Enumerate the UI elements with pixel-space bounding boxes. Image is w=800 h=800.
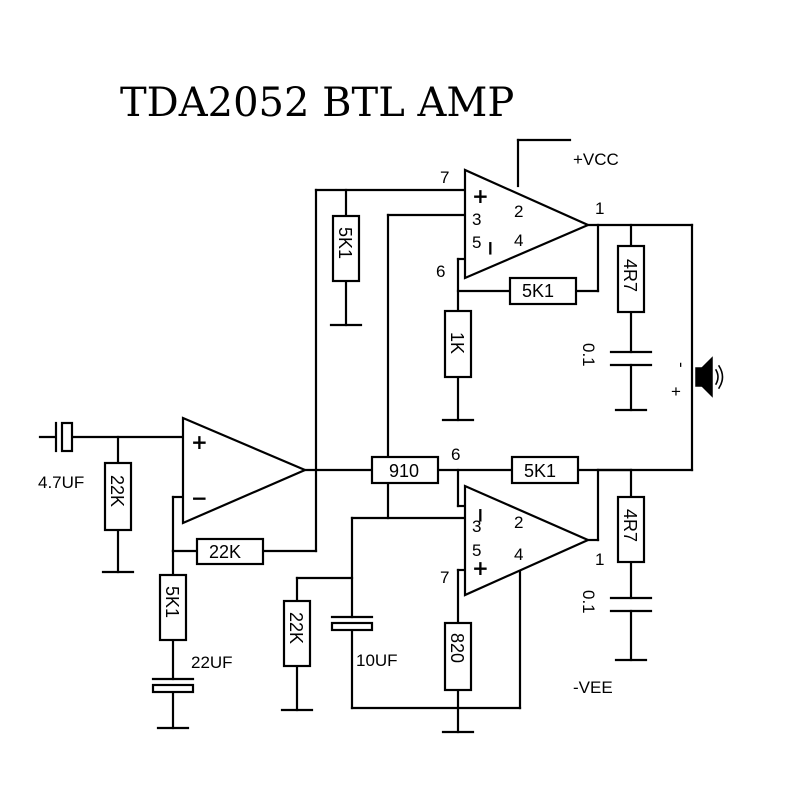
resistor-top-feedback-5k1-label: 5K1 (522, 281, 554, 301)
input-opamp-minus-sign: − (191, 486, 208, 510)
resistor-bias-22k (282, 599, 312, 668)
resistor-top-gnd-1k (443, 309, 473, 379)
label-vee: -VEE (573, 678, 613, 697)
pin-label: 6 (436, 262, 445, 281)
top-power-amp (463, 168, 591, 280)
label-vcc: +VCC (573, 150, 619, 169)
pin-label: 7 (440, 568, 449, 587)
pin-label: 4 (514, 545, 523, 564)
resistor-bottom-feedback-5k1-label: 5K1 (524, 461, 556, 481)
gnd-capacitor-22uf (151, 677, 195, 694)
input-opamp-plus-sign: + (191, 430, 208, 454)
pin-label: 2 (514, 513, 523, 532)
resistor-coupling-910 (370, 455, 440, 485)
bottom-amp-minus-sign: − (469, 507, 493, 524)
pin-label: 3 (472, 517, 481, 536)
pin-label: 1 (595, 550, 604, 569)
resistor-bias-22k-label: 22K (286, 612, 306, 644)
diagram-title: TDA2052 BTL AMP (120, 80, 514, 126)
pin-label: 6 (451, 445, 460, 464)
speaker-minus-label: - (672, 362, 691, 368)
resistor-bottom-gnd-820 (443, 621, 473, 692)
input-capacitor (54, 421, 74, 453)
label-top-zobel-capacitor: 0.1 (579, 343, 598, 367)
bottom-amp-plus-sign: + (472, 556, 489, 580)
resistor-bottom-zobel-4r7 (616, 495, 646, 564)
top-amp-plus-sign: + (472, 184, 489, 208)
resistor-input-22k (103, 461, 133, 532)
bottom-zobel-capacitor (609, 596, 653, 613)
bias-capacitor-10uf (330, 615, 374, 632)
resistor-top-gnd-1k-label: 1K (447, 332, 467, 354)
top-zobel-capacitor (609, 350, 653, 367)
resistor-bottom-gnd-820-label: 820 (447, 633, 467, 663)
resistor-feedback-22k (195, 537, 265, 566)
label-gnd-capacitor: 22UF (191, 653, 233, 672)
pin-label: 5 (472, 233, 481, 252)
pin-label: 5 (472, 541, 481, 560)
pin-label: 4 (514, 231, 523, 250)
label-bottom-zobel-capacitor: 0.1 (579, 590, 598, 614)
resistor-gnd-5k1 (158, 573, 188, 642)
wiring (38, 138, 694, 734)
resistor-top-feedback-5k1 (508, 276, 578, 306)
resistor-input-22k-label: 22K (107, 475, 127, 507)
resistor-feedback-22k-label: 22K (209, 542, 241, 562)
input-opamp (181, 416, 308, 525)
top-amp-minus-sign: − (479, 240, 503, 257)
bottom-power-amp (463, 484, 591, 597)
pin-label: 2 (514, 202, 523, 221)
speaker-plus-label: + (671, 382, 681, 401)
pin-label: 3 (472, 210, 481, 229)
resistor-bottom-zobel-4r7-label: 4R7 (620, 509, 640, 542)
pin-label: 7 (440, 168, 449, 187)
resistor-bottom-feedback-5k1 (510, 455, 580, 485)
resistor-top-zobel-4r7-label: 4R7 (620, 259, 640, 292)
label-input-capacitor: 4.7UF (38, 473, 84, 492)
resistor-coupling-910-label: 910 (389, 461, 419, 481)
resistor-top-bias-5k1 (331, 214, 361, 283)
resistor-top-bias-5k1-label: 5K1 (335, 227, 355, 259)
pin-label: 1 (595, 199, 604, 218)
speaker-icon (695, 356, 724, 398)
resistor-gnd-5k1-label: 5K1 (162, 586, 182, 618)
resistor-top-zobel-4r7 (616, 244, 646, 314)
label-bias-capacitor: 10UF (356, 651, 398, 670)
